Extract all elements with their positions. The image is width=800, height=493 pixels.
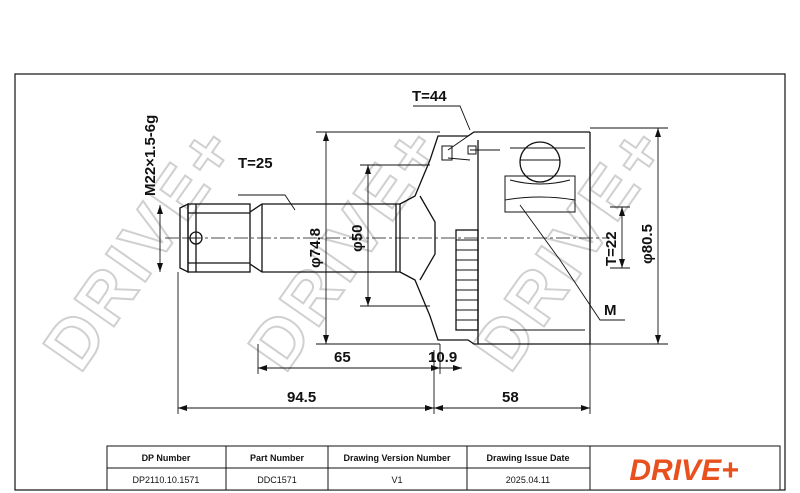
header-dp-number: DP Number — [142, 453, 191, 463]
value-version: V1 — [391, 475, 402, 485]
t44-label: T=44 — [412, 88, 447, 105]
logo-text: DRIVE+ — [629, 454, 738, 487]
d65-label: 65 — [334, 349, 351, 366]
d58-label: 58 — [502, 389, 519, 406]
drive-logo: DRIVE+ — [629, 454, 738, 487]
value-dp-number: DP2110.10.1571 — [133, 475, 200, 485]
t25-label: T=25 — [238, 155, 273, 172]
header-version: Drawing Version Number — [343, 453, 451, 463]
housing-bottom — [399, 271, 590, 345]
value-part-number: DDC1571 — [257, 475, 297, 485]
d109-label: 10.9 — [428, 349, 457, 366]
phi805-label: φ80.5 — [639, 224, 656, 264]
m-label: M — [604, 302, 617, 319]
header-part-number: Part Number — [250, 453, 305, 463]
arrowheads — [157, 128, 661, 411]
value-issue-date: 2025.04.11 — [506, 475, 550, 485]
d945-label: 94.5 — [287, 389, 316, 406]
watermark-center: DRIVE+ — [233, 110, 457, 383]
header-issue-date: Drawing Issue Date — [486, 453, 569, 463]
title-block: DP Number Part Number Drawing Version Nu… — [106, 445, 781, 491]
cv-joint-part — [179, 131, 591, 345]
thread-label: M22×1.5-6g — [142, 115, 159, 196]
ball — [519, 141, 561, 183]
dimension-lines — [159, 105, 668, 414]
dimension-labels: M22×1.5-6g T=25 T=44 φ74.8 φ50 φ80.5 T=2… — [142, 88, 656, 406]
phi748-label: φ74.8 — [307, 228, 324, 268]
t22-label: T=22 — [603, 231, 620, 266]
phi50-label: φ50 — [349, 225, 366, 252]
watermark-left: DRIVE+ — [28, 110, 252, 383]
